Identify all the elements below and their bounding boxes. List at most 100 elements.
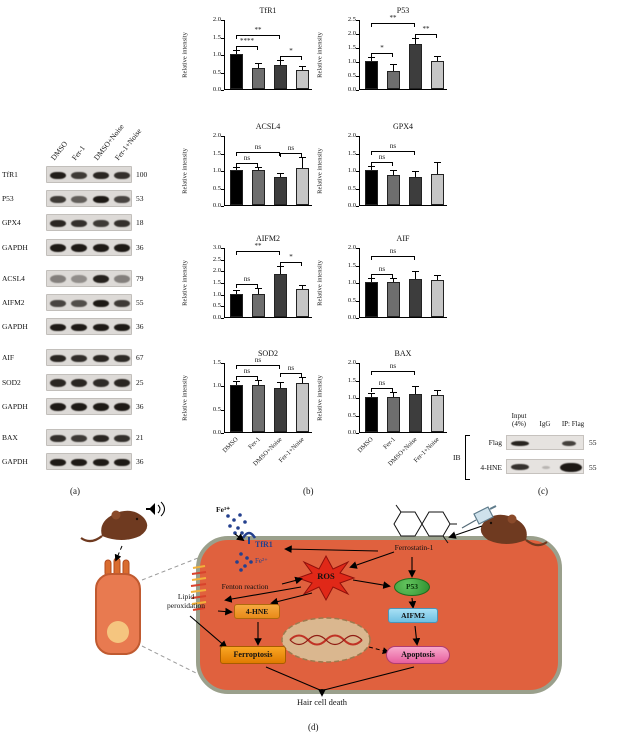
bar xyxy=(364,170,378,205)
significance-label: ns xyxy=(254,355,262,364)
blot-band xyxy=(92,244,109,252)
blot-row-label: AIF xyxy=(2,353,15,363)
blot-row-label: GAPDH xyxy=(2,322,28,332)
panel-c-ip-blot: Input (4%) IgG IP: Flag IB Flag 55 4-HNE… xyxy=(452,412,626,490)
error-bar xyxy=(235,382,237,386)
blot-band xyxy=(114,354,131,363)
hair-cell xyxy=(95,557,141,655)
blot-row-label: 4-HNE xyxy=(480,463,502,472)
error-bar-cap xyxy=(276,382,284,383)
blot-band xyxy=(560,463,582,472)
blot-band xyxy=(49,323,66,332)
significance-label: ns xyxy=(389,142,397,151)
error-bar xyxy=(257,63,259,68)
y-tick-label: 2.0 xyxy=(347,244,356,251)
significance-label: ns xyxy=(243,275,251,284)
tfr1-label: TfR1 xyxy=(255,540,273,549)
apoptosis-node: Apoptosis xyxy=(386,646,450,664)
ib-label: IB xyxy=(453,453,461,462)
blot-band xyxy=(49,354,66,363)
y-tick-mark xyxy=(221,136,224,137)
chart-title: AIFM2 xyxy=(255,234,280,243)
mechanism-diagram xyxy=(80,501,562,697)
error-bar-cap xyxy=(411,38,419,40)
blot-band xyxy=(562,441,576,446)
blot-band xyxy=(71,275,88,283)
blot-band xyxy=(114,434,131,442)
molecular-weight-label: 36 xyxy=(136,322,144,332)
error-bar xyxy=(392,171,394,176)
bar xyxy=(430,61,444,89)
significance-bracket xyxy=(415,34,437,39)
bar xyxy=(408,44,422,89)
fe2-ions xyxy=(235,552,253,572)
y-tick-mark xyxy=(356,318,359,319)
bar xyxy=(273,273,287,317)
error-bar-cap xyxy=(411,170,419,172)
blot-row-label: AIFM2 xyxy=(2,298,25,307)
significance-bracket xyxy=(236,162,258,167)
y-tick-label: 2.0 xyxy=(347,132,356,139)
molecular-weight-label: 53 xyxy=(136,194,144,204)
y-axis-label: Relative intensity xyxy=(315,136,325,206)
significance-label: ns xyxy=(287,144,295,153)
molecular-weight-label: 25 xyxy=(136,377,144,387)
error-bar-cap xyxy=(298,284,306,286)
blot-band xyxy=(71,403,88,411)
blot-band xyxy=(92,323,109,332)
blot-band xyxy=(114,171,131,179)
y-tick-label: 0.5 xyxy=(347,184,356,192)
y-tick-mark xyxy=(356,188,359,190)
magnify-line xyxy=(141,557,199,581)
significance-bracket xyxy=(236,45,258,50)
y-axis-label-text: Relative intensity xyxy=(181,375,189,421)
error-bar xyxy=(436,391,438,396)
significance-label: * xyxy=(289,47,293,55)
mouse-fer1 xyxy=(480,514,548,547)
y-tick-label: 0.5 xyxy=(212,68,221,76)
y-tick-label: 1.0 xyxy=(212,51,221,58)
blot-band xyxy=(71,354,88,363)
significance-bracket xyxy=(280,153,302,158)
y-tick-mark xyxy=(356,171,359,172)
significance-label: ns xyxy=(389,247,397,256)
y-tick-mark xyxy=(221,55,224,56)
x-tick-label: Fer-1 xyxy=(382,436,397,451)
lipid-membrane-region xyxy=(190,565,207,611)
y-tick-mark xyxy=(221,306,224,308)
aifm2-node: AIFM2 xyxy=(388,608,438,623)
significance-label: ns xyxy=(378,264,386,273)
y-tick-mark xyxy=(221,37,224,39)
blot-band xyxy=(92,458,109,467)
molecular-weight-label: 55 xyxy=(589,438,597,447)
y-tick-mark xyxy=(356,62,359,63)
panel-a-label: (a) xyxy=(70,486,80,496)
y-tick-label: 2.0 xyxy=(212,267,221,275)
y-tick-mark xyxy=(221,171,224,172)
y-tick-mark xyxy=(221,259,224,261)
y-axis-label-text: Relative intensity xyxy=(316,260,324,306)
x-tick-label: DMSO xyxy=(356,436,375,455)
blot-band xyxy=(49,195,66,204)
bar xyxy=(408,278,422,317)
blot-band xyxy=(71,323,88,332)
y-tick-mark xyxy=(356,248,359,249)
y-tick-label: 0.5 xyxy=(347,296,356,304)
y-tick-label: 0.0 xyxy=(212,202,221,209)
error-bar-cap xyxy=(276,60,284,61)
error-bar-cap xyxy=(433,390,441,392)
bar xyxy=(295,69,309,89)
y-tick-label: 1.5 xyxy=(212,279,221,286)
significance-bracket xyxy=(371,256,415,261)
error-bar-cap xyxy=(232,290,240,292)
molecular-weight-label: 36 xyxy=(136,457,144,467)
blot-band xyxy=(71,434,88,442)
panel-b-label: (b) xyxy=(303,486,314,496)
y-tick-mark xyxy=(221,283,224,284)
